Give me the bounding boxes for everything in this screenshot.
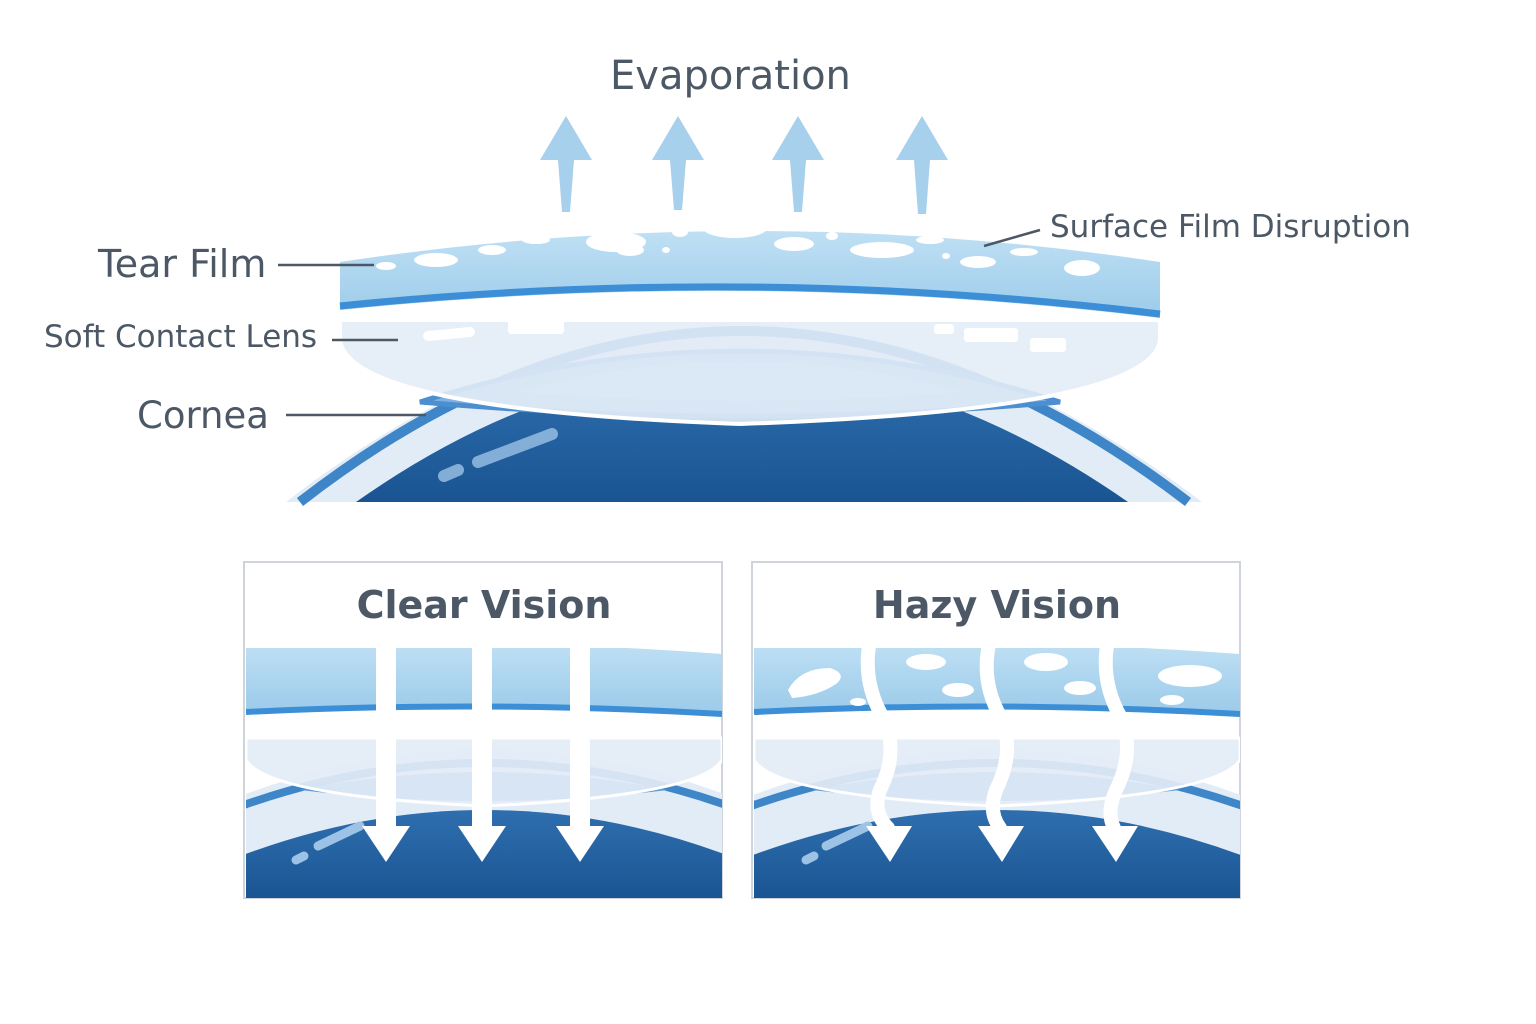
tear-film-edge (339, 283, 1161, 318)
panel-highlight (821, 821, 873, 851)
clear-vision-panel (243, 561, 723, 899)
straight-light-rays (362, 636, 604, 862)
eye-cross-section (278, 116, 1202, 506)
panel-highlight (291, 851, 309, 865)
straight-ray (556, 636, 604, 862)
panel-highlight (313, 821, 365, 851)
wavy-ray (1098, 633, 1135, 835)
surface-film-disruption-label: Surface Film Disruption (1050, 209, 1411, 245)
eye-highlight (438, 464, 464, 482)
lens-highlight (964, 328, 1018, 342)
soft-contact-lens (338, 318, 1162, 427)
evaporation-arrows (540, 116, 948, 214)
wavy-ray (860, 633, 898, 835)
evaporation-arrow (652, 116, 704, 210)
soft-contact-lens-label: Soft Contact Lens (44, 319, 318, 355)
straight-ray (458, 636, 506, 862)
cornea-label: Cornea (137, 394, 269, 437)
evaporation-arrow (896, 116, 948, 214)
panel-highlight (801, 851, 819, 865)
evaporation-title: Evaporation (610, 53, 851, 99)
ray-head (1092, 826, 1138, 862)
eye-highlight (472, 428, 558, 468)
straight-ray (362, 636, 410, 862)
lens-highlight (423, 327, 475, 341)
evaporation-arrow (540, 116, 592, 212)
lens-highlight (934, 324, 954, 334)
wavy-ray (979, 633, 1015, 835)
tear-film-bubbles (376, 218, 1100, 276)
tear-film-label: Tear Film (98, 242, 267, 286)
leader-lines (278, 228, 1041, 417)
surface-disruption-leader (983, 228, 1041, 248)
evaporation-arrow (772, 116, 824, 212)
hazy-vision-title: Hazy Vision (872, 583, 1122, 627)
tear-film-layer (340, 231, 1160, 318)
lens-highlight (1030, 338, 1066, 352)
clear-vision-title: Clear Vision (356, 583, 612, 627)
panel-bubbles (788, 653, 1222, 706)
ray-head (866, 826, 912, 862)
wavy-ray-heads (866, 826, 1138, 862)
ray-head (978, 826, 1024, 862)
lens-highlight (508, 320, 564, 334)
wavy-light-rays (860, 633, 1135, 835)
hazy-vision-panel (751, 561, 1241, 899)
